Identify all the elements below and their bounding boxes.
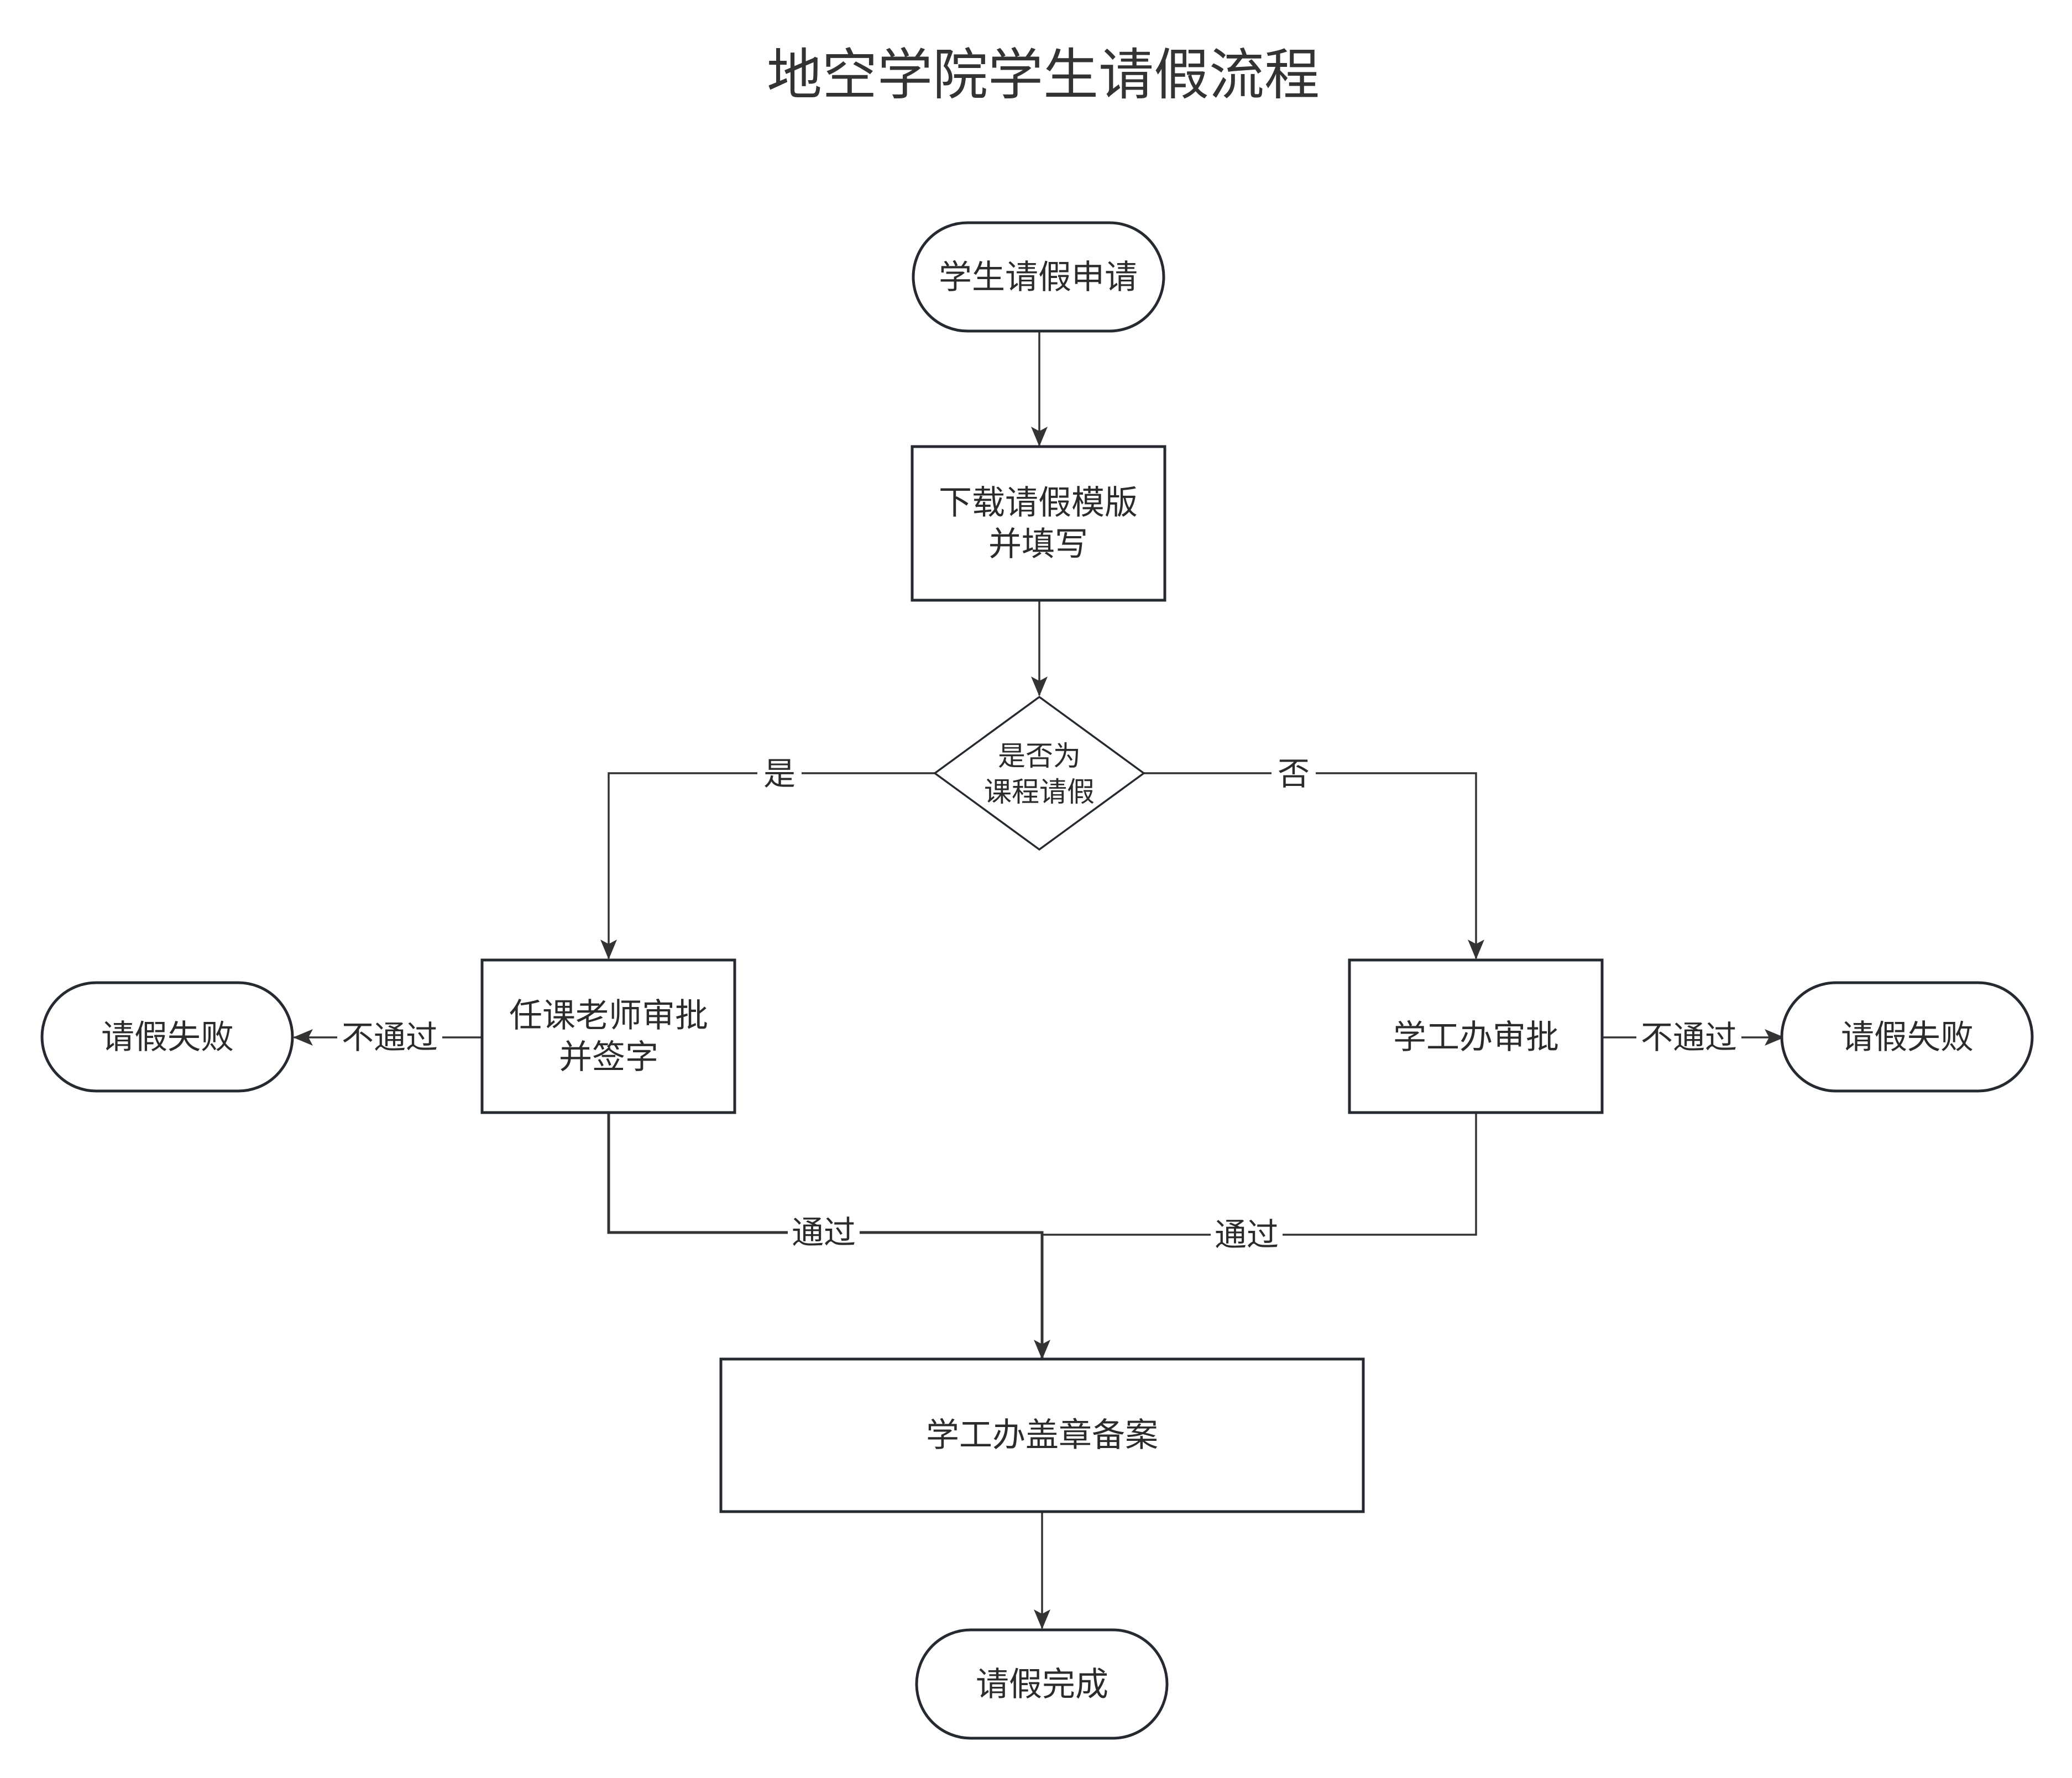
edge-label-reject-right: 不通过 [1641, 1019, 1737, 1056]
node-end: 请假完成 [915, 1628, 1169, 1740]
edge-label-pass-left: 通过 [792, 1214, 856, 1251]
node-fail-left: 请假失败 [40, 981, 294, 1093]
edge-office-to-stamp [1042, 1113, 1477, 1236]
node-teacher-approval: 任课老师审批 并签字 [480, 958, 736, 1114]
node-decision-label-2: 课程请假 [984, 776, 1095, 808]
node-fail-right-label: 请假失败 [1841, 1018, 1974, 1057]
node-teacher-label-1: 任课老师审批 [509, 996, 708, 1035]
node-stamp-label: 学工办盖章备案 [926, 1416, 1158, 1455]
node-download: 下载请假模版 并填写 [911, 445, 1166, 602]
edge-label-reject-left: 不通过 [342, 1019, 438, 1056]
edge-decision-to-office [1144, 772, 1484, 959]
node-decision-label-1: 是否为 [998, 740, 1081, 772]
node-teacher-label-2: 并签字 [559, 1038, 658, 1077]
node-end-label: 请假完成 [976, 1665, 1108, 1704]
edge-label-pass-right: 通过 [1215, 1216, 1279, 1253]
node-start: 学生请假申请 [912, 221, 1165, 333]
page-title: 地空学院学生请假流程 [767, 43, 1320, 107]
edge-label-no: 否 [1278, 755, 1310, 793]
node-download-label-2: 并填写 [988, 525, 1088, 564]
node-stamp-record: 学工办盖章备案 [719, 1357, 1365, 1513]
node-office-label: 学工办审批 [1393, 1018, 1559, 1057]
node-fail-left-label: 请假失败 [101, 1018, 234, 1057]
node-fail-right: 请假失败 [1780, 981, 2034, 1093]
edge-decision-to-teacher [600, 772, 935, 959]
edge-label-yes: 是 [763, 755, 796, 793]
node-decision: 是否为 课程请假 [933, 695, 1145, 851]
node-download-label-1: 下载请假模版 [939, 484, 1138, 522]
node-office-approval: 学工办审批 [1348, 958, 1604, 1114]
node-start-label: 学生请假申请 [939, 258, 1138, 297]
